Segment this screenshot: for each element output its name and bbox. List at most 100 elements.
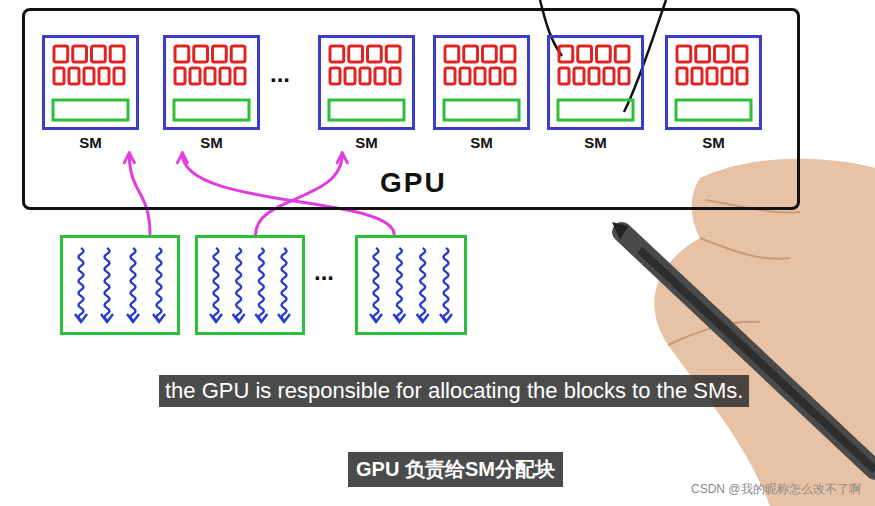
shared-memory-bar [676,100,751,120]
thread-wave [105,248,110,320]
sm-cores [668,38,759,127]
sm-unit: SM [42,35,139,151]
core-square [696,46,710,62]
core-square [213,46,227,62]
core-square [175,68,185,84]
core-square [69,68,79,84]
sm-outline [547,35,644,130]
core-square [505,68,515,84]
sm-label: SM [163,130,260,151]
core-square [375,68,385,84]
core-square [220,68,230,84]
gpu-box: GPUSMSMSMSMSMSM [22,8,800,210]
sm-label: SM [547,130,644,151]
sm-unit: SM [318,35,415,151]
shared-memory-bar [444,100,519,120]
sm-unit: SM [665,35,762,151]
thread-arrows [198,238,302,332]
sm-cores [550,38,641,127]
core-square [604,68,614,84]
core-square [677,46,691,62]
thread-wave [444,248,449,320]
sm-cores [321,38,412,127]
sm-outline [665,35,762,130]
watermark: CSDN @我的昵称怎么改不了啊 [691,481,861,498]
thread-wave [259,248,264,320]
core-square [692,68,702,84]
sm-outline [42,35,139,130]
sm-unit: SM [433,35,530,151]
sm-cores [166,38,257,127]
core-square [99,68,109,84]
thread-wave [374,248,379,320]
thread-wave [214,248,219,320]
sm-outline [433,35,530,130]
core-square [559,46,573,62]
ellipsis: ... [314,258,334,286]
sm-label: SM [665,130,762,151]
thread-wave [157,248,162,320]
thread-arrows [63,238,177,332]
thread-arrowhead [370,314,382,322]
core-square [330,46,344,62]
thread-wave [131,248,136,320]
core-square [615,46,629,62]
shared-memory-bar [558,100,633,120]
core-square [677,68,687,84]
core-square [54,46,68,62]
core-square [194,46,208,62]
core-square [589,68,599,84]
core-square [707,68,717,84]
core-square [578,46,592,62]
thread-arrowhead [75,314,87,322]
thread-arrowhead [278,314,290,322]
thread-wave [236,248,241,320]
gpu-label: GPU [380,167,447,199]
sm-outline [163,35,260,130]
core-square [733,46,747,62]
thread-block [195,235,305,335]
core-square [460,68,470,84]
shared-memory-bar [174,100,249,120]
subtitle-english: the GPU is responsible for allocating th… [159,375,749,407]
thread-arrowhead [127,314,139,322]
core-square [54,68,64,84]
assignment-arrow [129,154,150,235]
core-square [235,68,245,84]
finger-line [705,200,800,213]
thread-arrowhead [210,314,222,322]
subtitle-chinese: GPU 负责给SM分配块 [348,452,563,487]
pen-shade [640,250,875,470]
shared-memory-bar [53,100,128,120]
core-square [368,46,382,62]
pen-body [622,232,875,470]
core-square [501,46,515,62]
thread-wave [79,248,84,320]
shared-memory-bar [329,100,404,120]
thread-arrowhead [233,314,245,322]
sm-unit: SM [163,35,260,151]
thread-arrowhead [440,314,452,322]
thread-block [355,235,467,335]
thread-block [60,235,180,335]
sm-unit: SM [547,35,644,151]
core-square [73,46,87,62]
core-square [386,46,400,62]
core-square [490,68,500,84]
sm-outline [318,35,415,130]
thread-wave [397,248,402,320]
core-square [597,46,611,62]
thread-wave [282,248,287,320]
sm-cores [45,38,136,127]
pen-tip [612,222,628,240]
core-square [464,46,478,62]
sm-label: SM [42,130,139,151]
hand-shape [654,159,875,506]
core-square [715,46,729,62]
core-square [345,68,355,84]
thread-arrowhead [153,314,165,322]
core-square [231,46,245,62]
core-square [330,68,340,84]
